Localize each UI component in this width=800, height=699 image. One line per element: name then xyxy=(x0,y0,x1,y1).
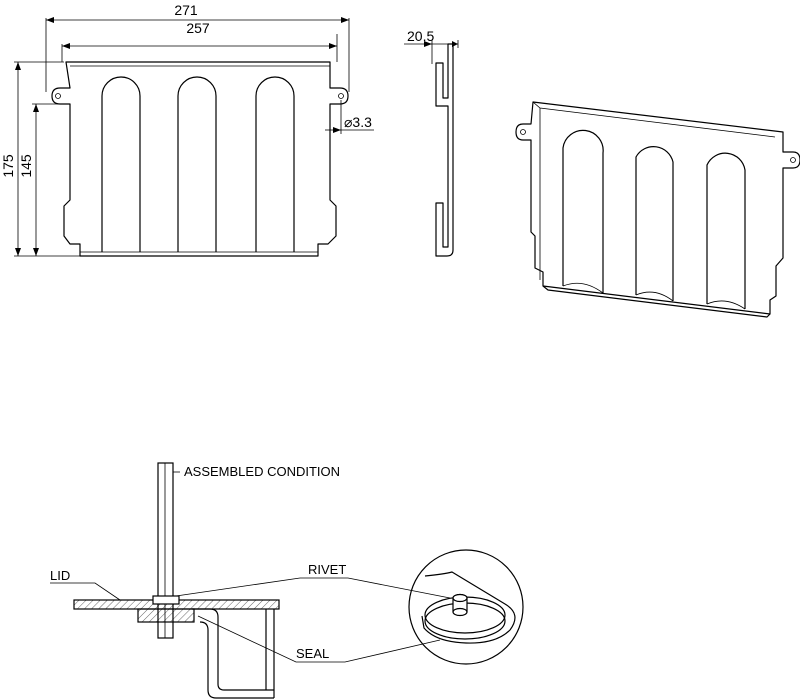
dim-inner-height: 145 xyxy=(18,154,34,178)
section-detail: ASSEMBLED CONDITION LID RIVET SEAL xyxy=(50,462,524,699)
dim-hole-diameter: ⌀3.3 xyxy=(344,114,372,130)
label-lid: LID xyxy=(50,568,70,583)
dim-depth: 20.5 xyxy=(407,28,434,44)
dim-overall-width: 271 xyxy=(174,2,198,18)
label-seal: SEAL xyxy=(296,646,329,661)
label-assembled-condition: ASSEMBLED CONDITION xyxy=(184,464,340,479)
label-rivet: RIVET xyxy=(308,562,346,577)
side-view: 20.5 xyxy=(404,28,459,257)
front-view: 271 257 175 145 ⌀3.3 xyxy=(0,2,374,257)
isometric-view xyxy=(515,101,800,318)
dim-overall-height: 175 xyxy=(0,154,16,178)
dim-inner-width: 257 xyxy=(186,20,210,36)
